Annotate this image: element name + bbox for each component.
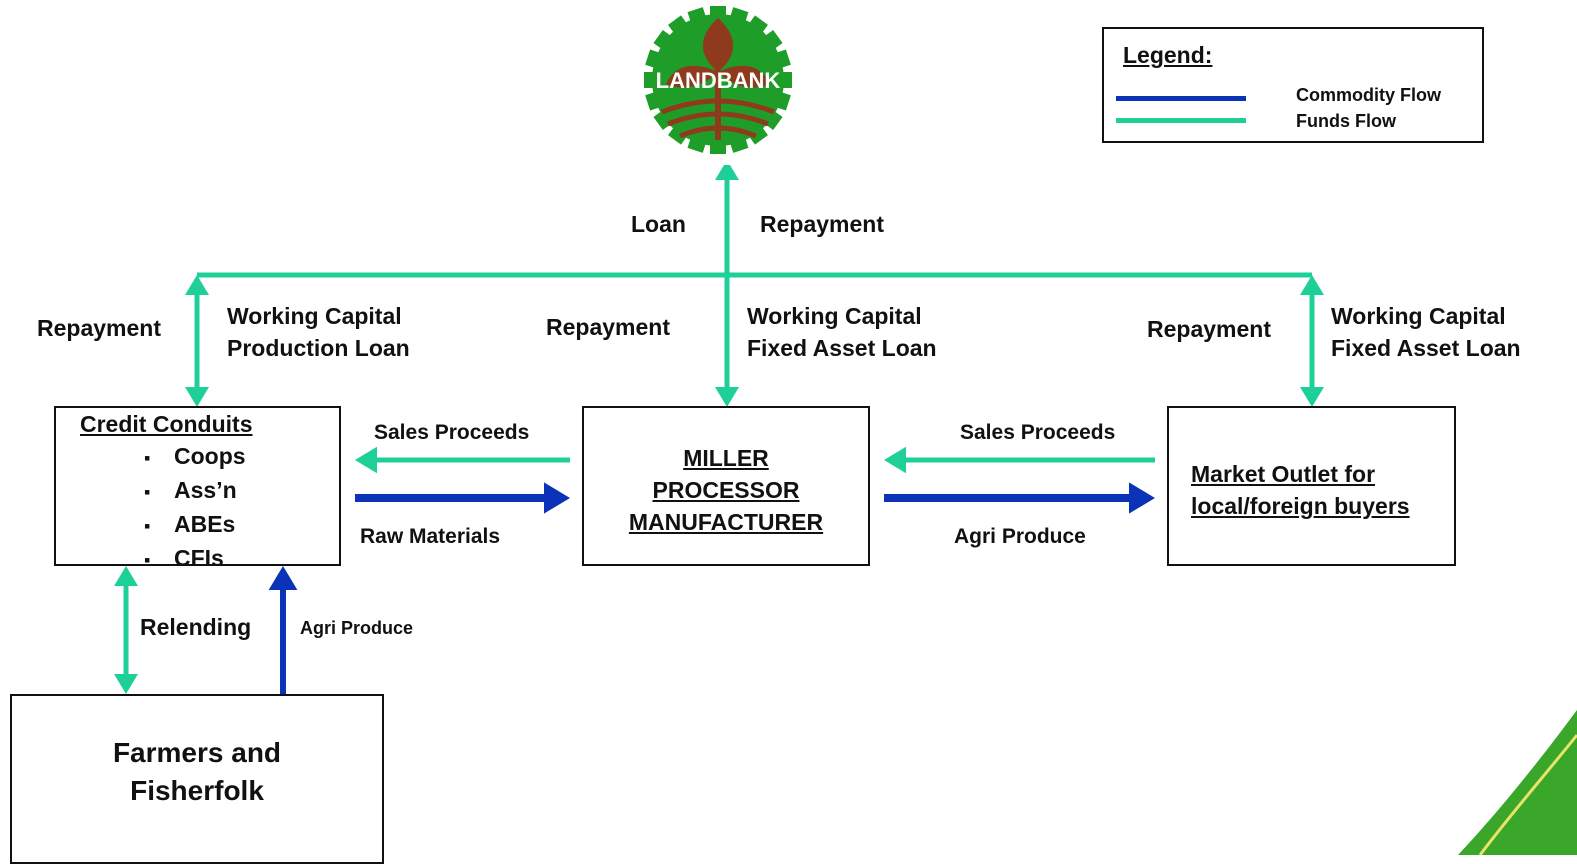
left-loan-line2: Production Loan bbox=[227, 335, 410, 361]
miller-box: MILLER PROCESSOR MANUFACTURER bbox=[582, 406, 870, 566]
arrow-head bbox=[114, 674, 138, 694]
conduit-item: CFIs bbox=[144, 542, 246, 576]
arrow-head bbox=[1129, 482, 1155, 514]
market-outlet-box: Market Outlet for local/foreign buyers bbox=[1167, 406, 1456, 566]
arrow-head bbox=[1300, 387, 1324, 407]
arrow-head bbox=[884, 446, 906, 474]
legend-commodity-swatch bbox=[1116, 96, 1246, 101]
agri-produce-label-2: Agri Produce bbox=[300, 618, 414, 638]
right-loan-line2: Fixed Asset Loan bbox=[1331, 335, 1521, 361]
legend-funds-label: Funds Flow bbox=[1296, 111, 1396, 131]
arrow-head bbox=[185, 275, 209, 295]
legend-funds-swatch bbox=[1116, 118, 1246, 123]
market-line2: local/foreign buyers bbox=[1191, 493, 1410, 519]
raw-materials-label: Raw Materials bbox=[360, 525, 501, 548]
arrow-head bbox=[355, 446, 377, 474]
miller-line1: MILLER bbox=[683, 445, 769, 471]
relending-label: Relending bbox=[140, 614, 252, 640]
arrow-head bbox=[114, 566, 138, 586]
mid-repayment-label: Repayment bbox=[546, 314, 670, 340]
miller-line2: PROCESSOR bbox=[652, 477, 800, 503]
top-repayment-label: Repayment bbox=[760, 211, 884, 237]
logo-wordmark: LANDBANK bbox=[656, 68, 781, 93]
conduit-item: Ass’n bbox=[144, 474, 246, 508]
mid-loan-line1: Working Capital bbox=[747, 303, 922, 329]
arrow-head bbox=[544, 482, 570, 514]
credit-conduits-list: Coops Ass’n ABEs CFIs bbox=[144, 440, 246, 576]
credit-conduits-box: Credit Conduits Coops Ass’n ABEs CFIs bbox=[54, 406, 341, 571]
legend-title: Legend: bbox=[1123, 42, 1213, 68]
legend: Legend: Commodity Flow Funds Flow bbox=[1102, 27, 1484, 143]
farmers-line2: Fisherfolk bbox=[130, 775, 264, 806]
agri-produce-label-1: Agri Produce bbox=[954, 525, 1086, 548]
sales-proceeds-label-1: Sales Proceeds bbox=[374, 421, 530, 444]
landbank-logo: LANDBANK bbox=[622, 0, 814, 165]
left-loan-line1: Working Capital bbox=[227, 303, 402, 329]
right-repayment-label: Repayment bbox=[1147, 316, 1271, 342]
left-repayment-label: Repayment bbox=[37, 315, 161, 341]
arrow-head bbox=[268, 566, 298, 590]
arrow-head bbox=[715, 387, 739, 407]
sales-proceeds-label-2: Sales Proceeds bbox=[960, 421, 1116, 444]
right-loan-line1: Working Capital bbox=[1331, 303, 1506, 329]
mid-loan-line2: Fixed Asset Loan bbox=[747, 335, 937, 361]
farmers-line1: Farmers and bbox=[112, 737, 282, 768]
loan-label: Loan bbox=[631, 211, 686, 237]
conduit-item: ABEs bbox=[144, 508, 246, 542]
miller-line3: MANUFACTURER bbox=[628, 509, 824, 535]
credit-conduits-title: Credit Conduits bbox=[80, 411, 253, 437]
corner-swoosh bbox=[1458, 710, 1577, 855]
legend-commodity-label: Commodity Flow bbox=[1296, 85, 1441, 105]
arrow-head bbox=[185, 387, 209, 407]
conduit-item: Coops bbox=[144, 440, 246, 474]
arrow-head bbox=[715, 160, 739, 180]
farmers-box: Farmers and Fisherfolk bbox=[10, 694, 384, 864]
arrow-head bbox=[1300, 275, 1324, 295]
market-line1: Market Outlet for bbox=[1191, 461, 1376, 487]
